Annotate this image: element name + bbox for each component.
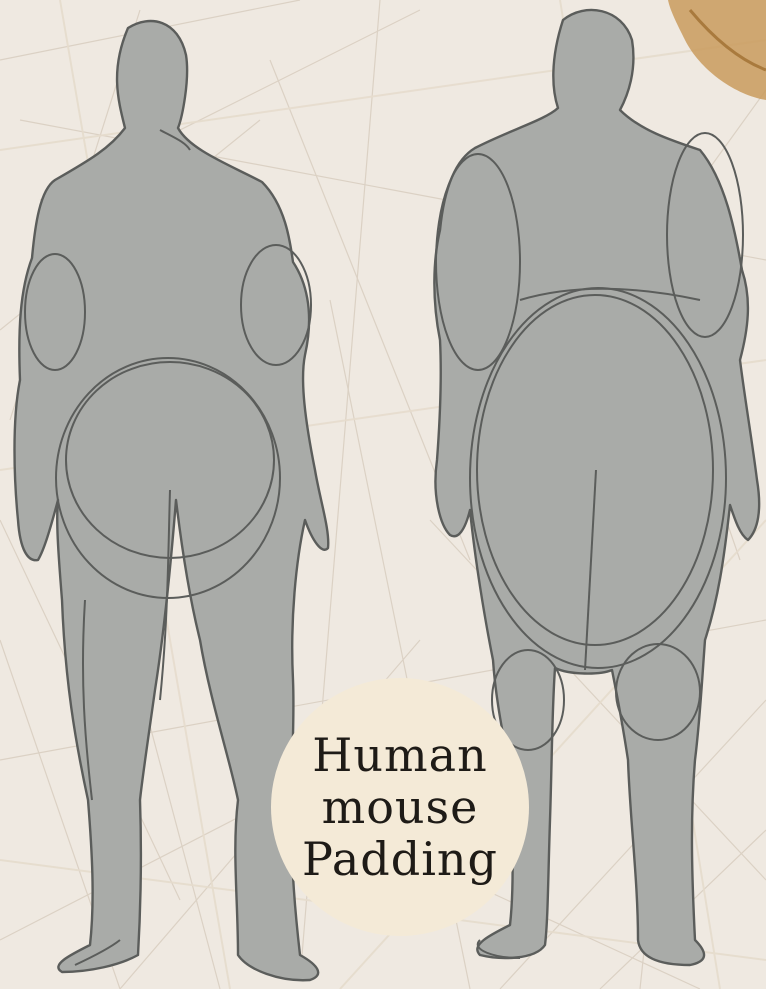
corner-leaf-decoration bbox=[668, 0, 766, 100]
title-label: Human mouse Padding bbox=[271, 678, 529, 936]
title-line-1: Human bbox=[312, 729, 487, 781]
title-line-2: mouse bbox=[322, 781, 479, 833]
title-line-3: Padding bbox=[302, 833, 498, 885]
